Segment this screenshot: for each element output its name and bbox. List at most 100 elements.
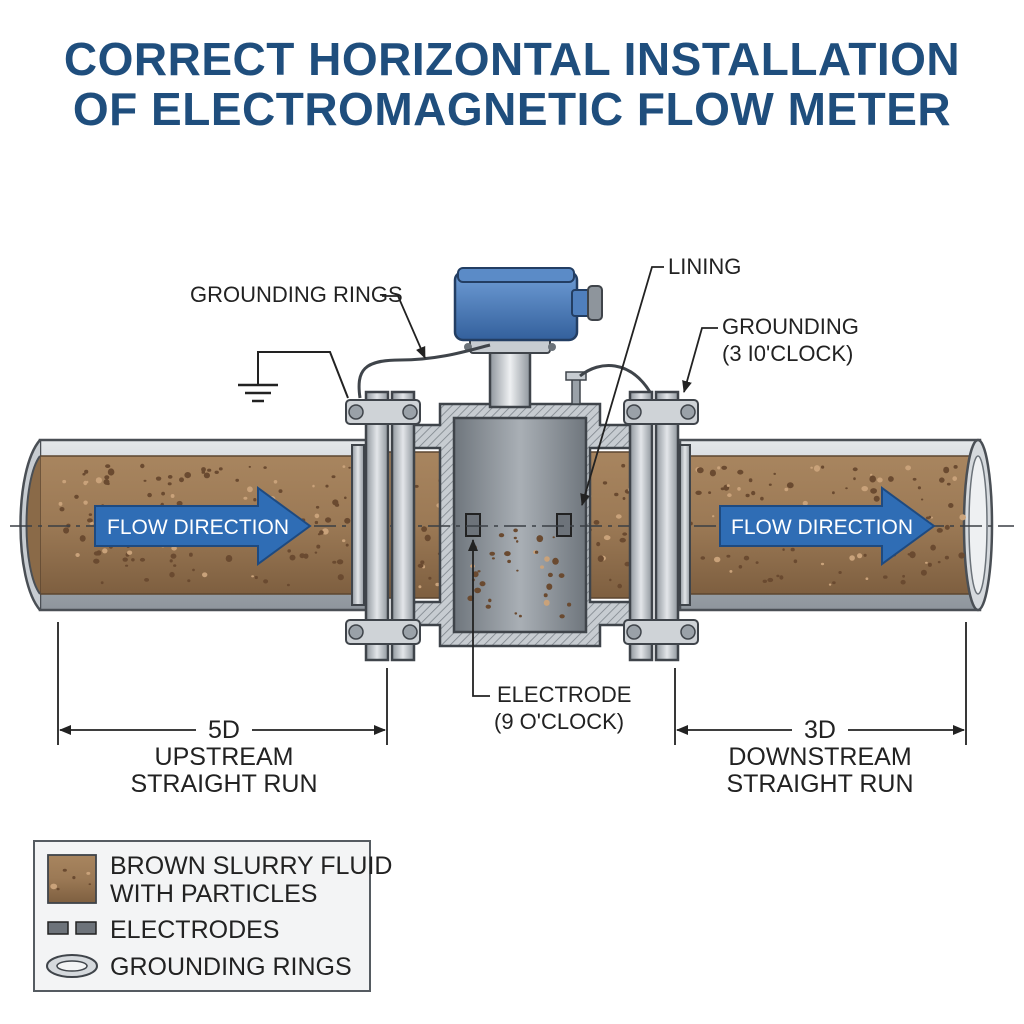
slurry-particle: [251, 575, 255, 578]
slurry-particle: [782, 548, 785, 551]
slurry-particle: [131, 558, 135, 562]
slurry-particle: [745, 493, 750, 498]
slurry-particle: [597, 555, 604, 562]
slurry-particle: [952, 476, 957, 481]
slurry-particle: [74, 494, 79, 499]
slurry-particle: [155, 476, 162, 481]
slurry-particle: [344, 517, 351, 524]
slurry-particle: [88, 883, 92, 886]
slurry-particle: [593, 520, 600, 525]
slurry-particle: [331, 475, 336, 479]
slurry-particle: [870, 473, 873, 476]
slurry-particle: [696, 467, 704, 474]
slurry-particle: [187, 579, 191, 583]
slurry-particle: [905, 465, 911, 471]
slurry-particle: [873, 495, 880, 502]
legend: BROWN SLURRY FLUID WITH PARTICLES ELECTR…: [33, 840, 392, 992]
slurry-particle: [925, 561, 928, 564]
slurry-particle: [738, 565, 743, 569]
liner-particles: [467, 528, 572, 619]
slurry-particle: [421, 526, 427, 532]
slurry-particle: [602, 481, 608, 485]
slurry-particle: [937, 560, 941, 564]
slurry-particle: [883, 575, 888, 579]
slurry-particle: [762, 579, 767, 583]
slurry-particle: [418, 585, 422, 589]
flow-label-left: FLOW DIRECTION: [107, 516, 289, 539]
slurry-particle: [513, 528, 518, 533]
slurry-particle: [861, 486, 868, 492]
slurry-particle: [621, 463, 626, 468]
slurry-particle: [773, 472, 776, 475]
slurry-particle: [84, 469, 89, 474]
electrode-left: [465, 513, 481, 537]
slurry-particle: [845, 487, 848, 490]
slurry-particle: [203, 472, 210, 479]
slurry-particle: [852, 467, 858, 472]
slurry-particle: [102, 548, 108, 554]
slurry-particle: [939, 477, 945, 483]
slurry-particle: [103, 479, 110, 485]
slurry-particle: [179, 477, 184, 483]
slurry-particle: [189, 552, 193, 557]
slurry-particle: [161, 491, 166, 496]
flow-arrow-left: FLOW DIRECTION: [94, 486, 312, 566]
slurry-particle: [853, 477, 856, 481]
slurry-particle: [192, 568, 195, 572]
slurry-particle: [62, 479, 67, 484]
slurry-particle: [428, 576, 432, 580]
slurry-particle: [247, 486, 253, 493]
slurry-particle: [721, 465, 728, 470]
slurry-particle: [857, 553, 863, 559]
slurry-particle: [849, 555, 855, 561]
slurry-particle: [877, 477, 883, 483]
leader-grounding: [682, 327, 718, 393]
slurry-particle: [729, 570, 733, 573]
slurry-particle: [912, 477, 917, 481]
slurry-particle: [714, 556, 721, 563]
legend-electrodes-label: ELECTRODES: [110, 916, 279, 944]
slurry-particle: [83, 500, 88, 505]
slurry-particle: [953, 465, 958, 469]
slurry-particle: [167, 482, 172, 486]
slurry-particle: [56, 887, 60, 891]
slurry-particle: [263, 466, 267, 469]
slurry-particle: [104, 475, 110, 480]
slurry-particle: [72, 876, 76, 880]
downstream-label: DOWNSTREAM: [728, 743, 911, 771]
slurry-particle: [516, 540, 519, 543]
slurry-particle: [828, 583, 832, 586]
slurry-particle: [125, 564, 129, 567]
flow-arrow-right: FLOW DIRECTION: [719, 486, 936, 566]
slurry-particle: [558, 573, 565, 578]
slurry-particle: [479, 581, 486, 587]
slurry-particle: [596, 541, 601, 547]
slurry-particle: [909, 551, 916, 559]
slurry-particle: [325, 484, 329, 488]
slurry-particle: [888, 476, 894, 482]
upstream-dimension-value: 5D: [208, 716, 240, 744]
slurry-particle: [201, 467, 206, 472]
slurry-particle: [712, 515, 715, 518]
ground-wire-left: [357, 343, 491, 399]
slurry-particle: [700, 556, 706, 560]
slurry-particle: [144, 578, 150, 582]
slurry-particle: [767, 577, 774, 583]
slurry-particle: [86, 480, 89, 484]
slurry-particle: [755, 561, 759, 564]
slurry-particle: [342, 465, 346, 468]
slurry-particle: [248, 465, 251, 468]
slurry-particle: [474, 587, 481, 594]
slurry-particle: [62, 868, 67, 872]
slurry-particle: [287, 549, 292, 553]
slurry-particle: [147, 492, 152, 498]
slurry-particle: [299, 553, 305, 559]
title-line-2: OF ELECTROMAGNETIC FLOW METER: [73, 83, 951, 135]
slurry-particle: [143, 479, 147, 482]
slurry-particle: [567, 602, 572, 607]
slurry-particle: [263, 579, 269, 584]
leader-grounding-rings: [382, 295, 426, 359]
right-flange: [623, 390, 699, 662]
